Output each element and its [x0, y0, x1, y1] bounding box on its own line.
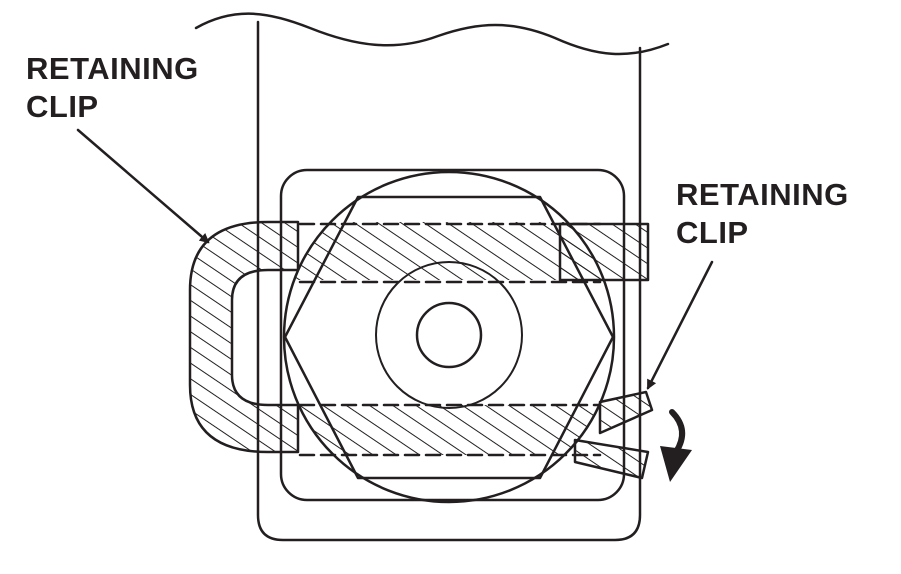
mounting-plate: [279, 168, 626, 502]
right-clip-end-upper: [598, 390, 654, 435]
bolt-bore: [415, 301, 483, 369]
rotation-arrowhead: [660, 446, 692, 482]
left-clip-loop: [188, 220, 300, 454]
tube-top-break-line: [194, 12, 670, 56]
left-label-line2: CLIP: [26, 89, 99, 124]
clip-band-dashed-edges: [298, 222, 602, 457]
right-callout-leader: [646, 260, 714, 390]
tube-outline: [256, 20, 642, 542]
left-callout-leader: [76, 128, 210, 244]
clip-bands-behind-nut: [284, 222, 612, 455]
right-label-line2: CLIP: [676, 215, 749, 250]
hex-nut: [283, 195, 615, 480]
right-clip-end-lower: [573, 438, 650, 480]
washer: [375, 261, 523, 409]
left-label-line1: RETAINING: [26, 51, 199, 86]
right-label-line1: RETAINING: [676, 177, 849, 212]
right-retaining-clip-label: RETAINING CLIP: [676, 176, 849, 252]
left-retaining-clip-label: RETAINING CLIP: [26, 50, 199, 126]
rotation-arrow: [669, 409, 685, 455]
